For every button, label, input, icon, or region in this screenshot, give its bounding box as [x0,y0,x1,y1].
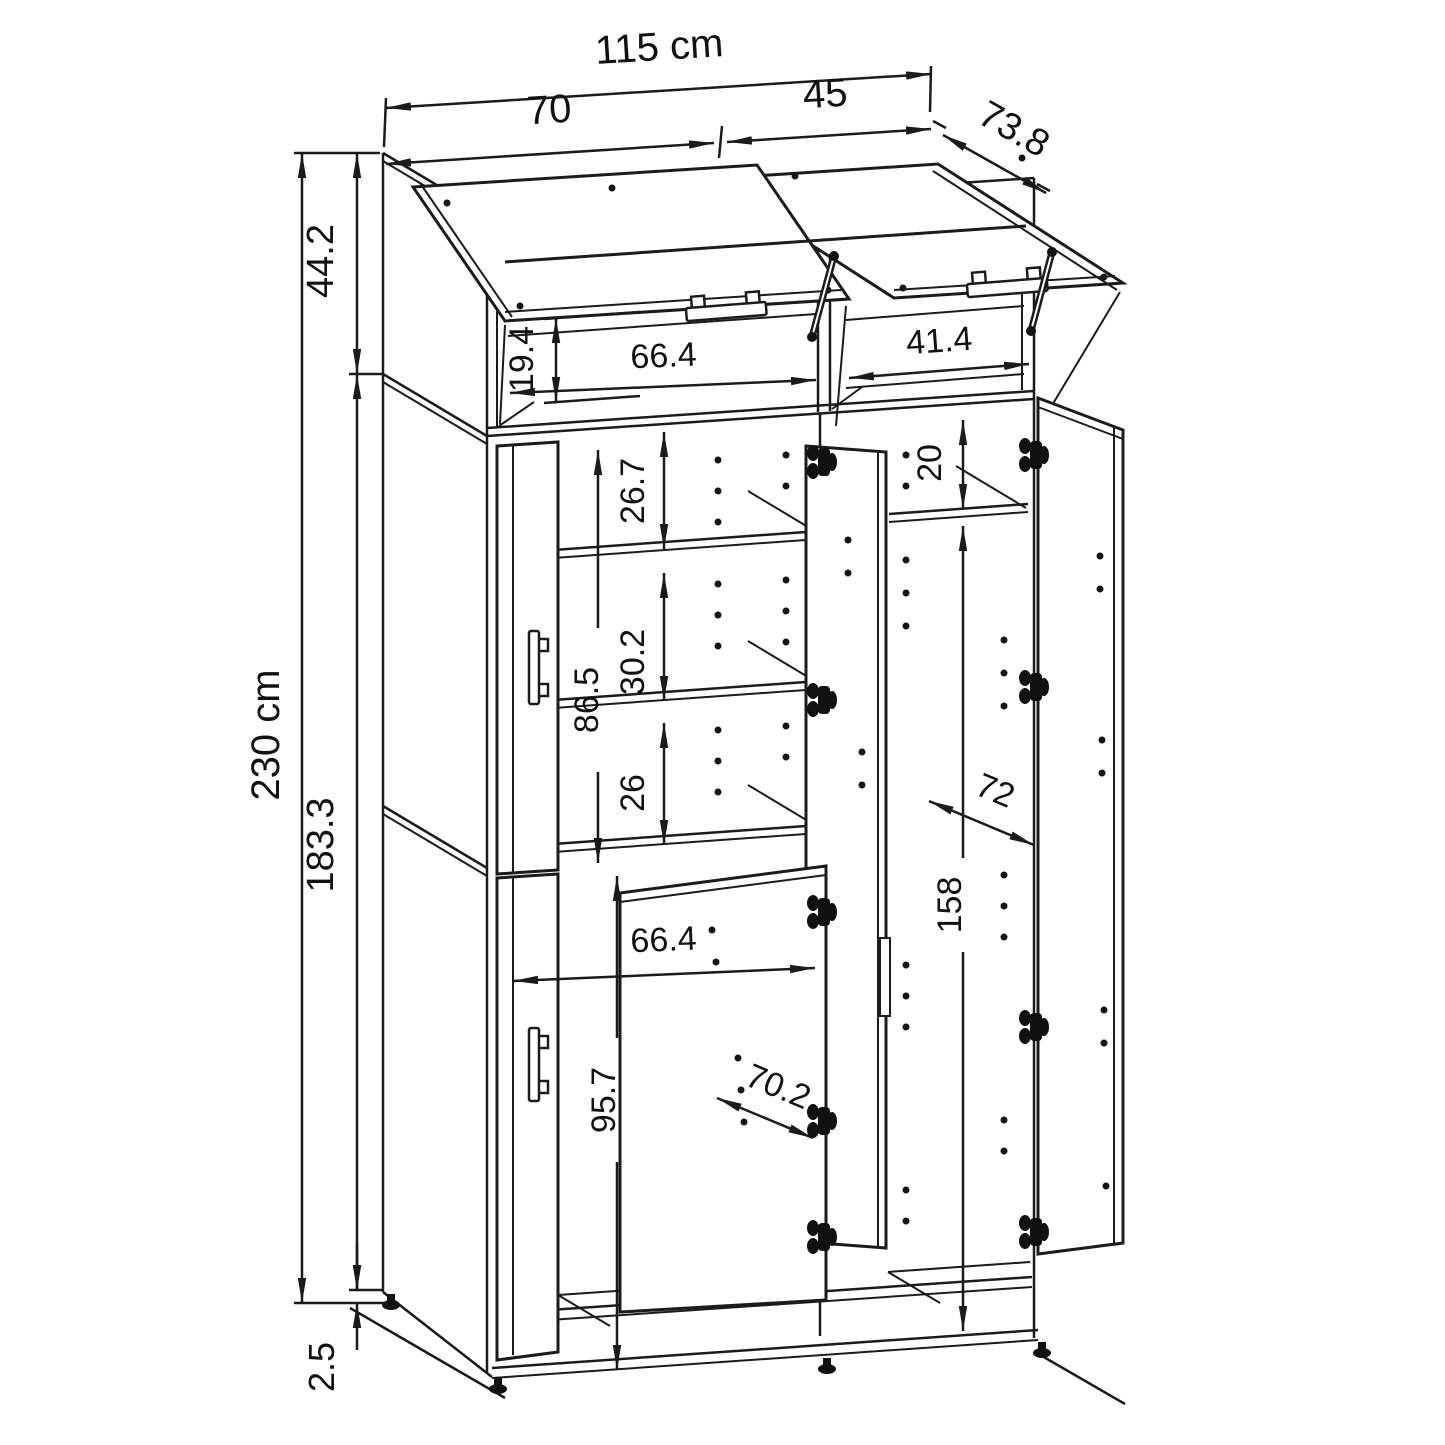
dim-label-plinth: 2.5 [301,1342,342,1392]
dim-right-inner-depth: 72 [928,766,1035,847]
dim-label-top-left-inner-width: 66.4 [630,336,698,377]
dim-label-lower-inner-width: 66.4 [630,920,698,961]
door-lower-left-open [495,872,560,1362]
dim-top-right-inner-width: 41.4 [848,320,1030,381]
dim-plinth: 2.5 [301,1243,362,1392]
dim-label-lower-height: 183.3 [300,797,342,892]
dimensions: 115 cm 70 45 73.8 230 cm [244,21,1056,1392]
foot-icon [1033,1342,1051,1358]
foot-icon [818,1358,836,1374]
dim-label-gap3: 26 [614,774,652,812]
dim-label-right-inner-height: 158 [931,877,969,934]
dim-label-upper-door: 86.5 [568,667,606,733]
dim-label-right-inner-depth: 72 [970,766,1020,816]
dim-label-right-width: 45 [802,71,849,118]
dim-overall-width: 115 cm [382,21,933,148]
dim-gap2: 30.2 [614,573,669,701]
dim-right-inner-height: 158 [931,526,969,1331]
shelf-pin-holes [714,451,1008,1225]
dim-top-height: 44.2 [300,153,384,376]
dim-upper-door: 86.5 [568,450,606,863]
dim-lower-inner-width: 66.4 [512,920,816,985]
door-upper-left-open [495,440,560,876]
dim-label-right-top-gap: 20 [911,444,949,482]
foot-icon [489,1378,507,1394]
dim-label-gap1: 26.7 [614,458,652,524]
flap-door-left-open [410,163,852,323]
dim-label-top-height: 44.2 [300,224,342,298]
dim-top-left-inner-width: 66.4 [509,336,817,397]
dim-label-gap2: 30.2 [614,629,652,695]
dim-overall-height: 230 cm [244,151,387,1305]
dim-lower-door: 95.7 [585,876,623,1370]
ground-line [349,1306,1126,1406]
dot-column [714,451,790,796]
dim-gap1: 26.7 [614,432,669,549]
dim-gap3: 26 [614,723,669,845]
dim-label-lower-door: 95.7 [585,1067,623,1133]
dim-lower-height: 183.3 [300,374,384,1292]
dim-label-top-inner-height: 19.4 [503,326,541,392]
dim-label-overall-height: 230 cm [244,669,288,800]
dim-label-overall-width: 115 cm [594,21,725,73]
door-right-open [1036,395,1125,1256]
dim-left-width: 70 [385,87,724,167]
dim-label-left-width: 70 [526,87,573,134]
dim-right-width: 45 [726,71,932,145]
dim-label-top-right-inner-width: 41.4 [905,320,974,363]
dim-right-top-gap: 20 [911,420,968,509]
dim-label-depth: 73.8 [971,93,1056,166]
carcass-top-front-edge [504,224,1027,264]
lift-stays [499,247,1121,427]
dot-column [902,451,1008,1225]
